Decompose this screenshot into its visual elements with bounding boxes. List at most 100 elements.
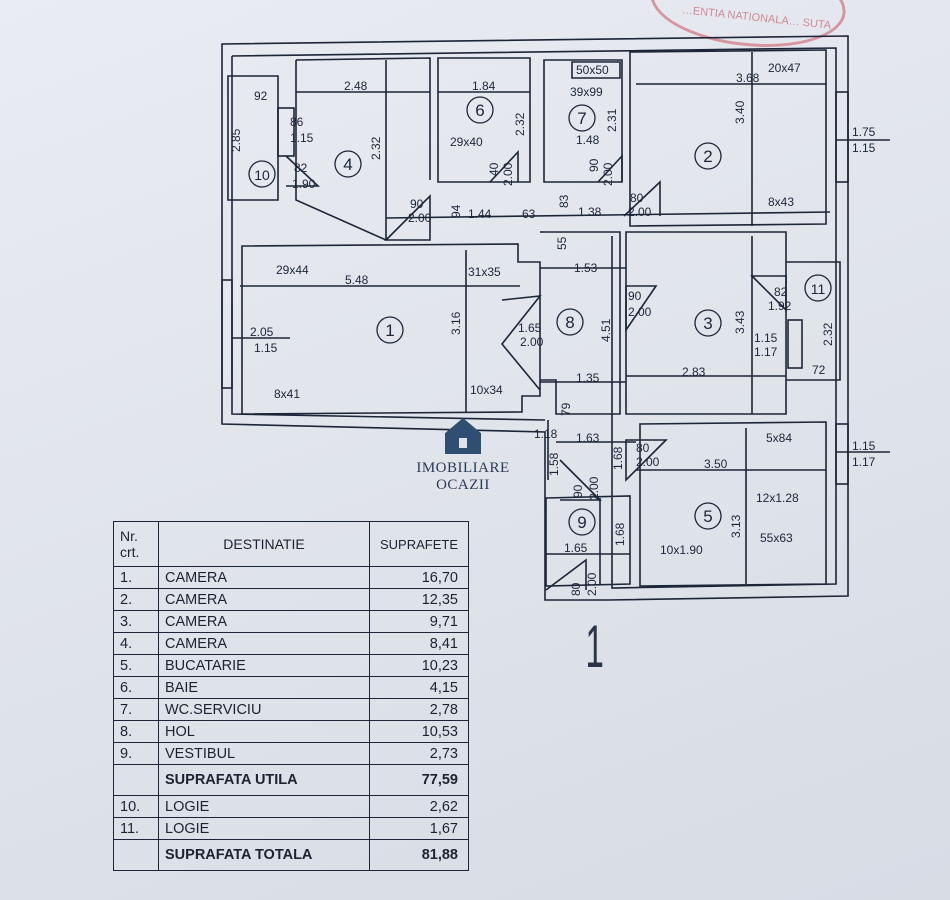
room-number: 11 — [811, 281, 826, 297]
row-number: 3. — [113, 610, 159, 633]
door-swing — [285, 155, 321, 187]
dimension-label: 3.40 — [733, 100, 747, 124]
dimension-label: 29x44 — [276, 263, 309, 277]
dimension-label: 2.00 — [628, 305, 652, 319]
door-swing — [623, 180, 661, 217]
dimension-label: 2.05 — [250, 325, 274, 339]
row-number: 4. — [113, 632, 159, 655]
row-destination: VESTIBUL — [158, 742, 370, 765]
dimension-label: 1.35 — [576, 371, 600, 385]
dimension-label: 2.00 — [601, 162, 615, 186]
door-swing — [500, 295, 542, 391]
dimension-label: 4.51 — [599, 318, 613, 342]
dimension-label: 2.00 — [628, 205, 652, 219]
dimension-label: 2.32 — [513, 112, 527, 136]
row-number: 5. — [113, 654, 159, 677]
room-8-wall — [540, 231, 621, 415]
window-logia-11 — [787, 319, 803, 369]
dimension-label: 3.43 — [733, 310, 747, 334]
room-number: 3 — [703, 314, 712, 333]
dimension-label: 86 — [290, 115, 304, 129]
dimension-label: 20x47 — [768, 61, 801, 75]
dimension-label: 83 — [557, 194, 571, 208]
dimension-label: 3.13 — [729, 514, 743, 538]
logo-name: IMOBILIARE OCAZII — [416, 460, 510, 493]
window-left — [221, 279, 233, 389]
room-number: 5 — [703, 507, 712, 526]
dimension-label: 94 — [449, 204, 463, 218]
dimension-label: 1.84 — [472, 79, 496, 93]
outer-wall — [221, 35, 849, 601]
door-swing — [625, 439, 668, 482]
window-right-top — [835, 91, 849, 183]
dimension-label: 1.15 — [754, 331, 778, 345]
dimension-label: 2.83 — [682, 365, 706, 379]
door-swing — [625, 285, 658, 333]
dimension-label: 5x84 — [766, 431, 792, 445]
room-6-wall — [437, 57, 531, 183]
dimension-label: 1.15 — [852, 439, 876, 453]
dimension-label: 1.38 — [578, 205, 602, 219]
row-area: 10,53 — [369, 720, 469, 743]
dimension-label: 1.15 — [290, 131, 314, 145]
dimension-label: 90 — [571, 484, 585, 498]
dimension-label: 10x34 — [470, 383, 503, 397]
dimension-label: 2.32 — [369, 136, 383, 160]
dimension-label: 50x50 — [576, 63, 609, 77]
dimension-label: 80 — [630, 191, 644, 205]
dimension-label: 10x1.90 — [660, 543, 703, 557]
dimension-label: 3.16 — [449, 311, 463, 335]
room-number: 8 — [565, 313, 574, 332]
dimension-label: 55x63 — [760, 531, 793, 545]
dimension-label: 92 — [254, 89, 268, 103]
dimension-label: 1.15 — [852, 141, 876, 155]
dimension-label: 80 — [636, 441, 650, 455]
watermark-logo: IMOBILIARE OCAZII — [388, 418, 538, 498]
dimension-label: 2.00 — [520, 335, 544, 349]
house-icon — [445, 418, 481, 454]
dimension-label: 72 — [812, 363, 826, 377]
dimension-label: 29x40 — [450, 135, 483, 149]
total-area-value: 81,88 — [369, 839, 469, 871]
room-9-wall — [545, 495, 631, 587]
dimension-label: 80 — [569, 582, 583, 596]
row-number: 10. — [113, 795, 159, 818]
door-swing — [489, 149, 519, 183]
dimension-label: 31x35 — [468, 265, 501, 279]
row-number: 6. — [113, 676, 159, 699]
row-area: 12,35 — [369, 588, 469, 611]
dimension-label: 8x41 — [274, 387, 300, 401]
room-number: 9 — [577, 513, 586, 532]
row-number: 11. — [113, 817, 159, 840]
row-destination: LOGIE — [158, 795, 370, 818]
dimension-label: 3.68 — [736, 71, 760, 85]
row-destination: HOL — [158, 720, 370, 743]
row-destination: BUCATARIE — [158, 654, 370, 677]
dimension-label: 2.31 — [605, 108, 619, 132]
dimension-label: 2.00 — [585, 572, 599, 596]
dimension-label: 1.90 — [292, 177, 316, 191]
dimension-label: 2.85 — [229, 128, 243, 152]
row-destination: BAIE — [158, 676, 370, 699]
inner-wall — [231, 47, 837, 589]
door-swing — [597, 153, 623, 183]
dimension-label: 1.65 — [564, 541, 588, 555]
north-mark: 1 — [585, 613, 604, 680]
dimension-label: 63 — [522, 207, 536, 221]
room-number: 4 — [343, 155, 352, 174]
dimension-label: 1.68 — [613, 522, 627, 546]
dimension-label: 2.00 — [587, 476, 601, 500]
dimension-label: 1.65 — [518, 321, 542, 335]
dimension-label: 1.17 — [754, 345, 778, 359]
dimension-label: 39x99 — [570, 85, 603, 99]
dimension-label: 1.63 — [576, 431, 600, 445]
useful-area-label: SUPRAFATA UTILA — [158, 764, 370, 796]
row-number: 1. — [113, 566, 159, 589]
dimension-label: 55 — [555, 236, 569, 250]
